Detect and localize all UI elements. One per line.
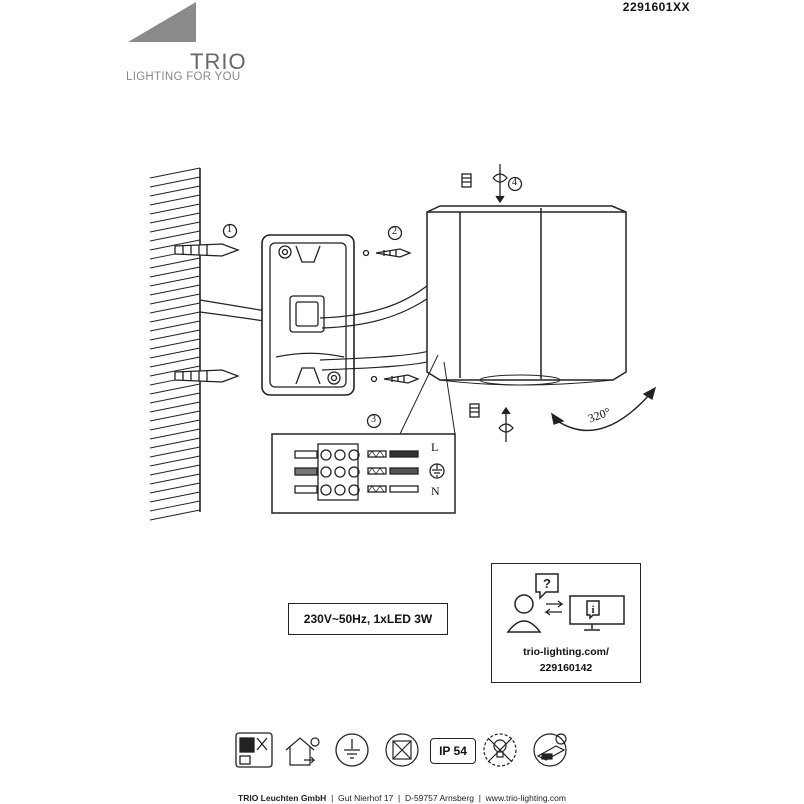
grub-screw-icon — [469, 403, 480, 418]
footer-address: Gut Nierhof 17 — [338, 793, 394, 803]
hatch-line — [149, 257, 201, 269]
screwdriver-rotation-icon — [498, 406, 514, 442]
hatch-line — [149, 221, 201, 233]
hatch-line — [149, 446, 201, 458]
footer-city: D-59757 Arnsberg — [404, 793, 474, 803]
hatch-line — [149, 239, 201, 251]
wall-hatching — [149, 167, 201, 521]
hatch-line — [149, 203, 201, 215]
step-1-label: 1 — [227, 224, 232, 235]
hatch-line — [149, 455, 201, 467]
installation-symbol-icon — [235, 732, 273, 768]
support-number: 229160142 — [539, 662, 593, 674]
monitor-info-icon: i — [569, 595, 625, 631]
hatch-line — [149, 401, 201, 413]
step-3-label: 3 — [371, 414, 376, 425]
lamp-housing — [426, 205, 627, 386]
hatch-line — [149, 500, 201, 512]
hatch-line — [149, 392, 201, 404]
footer: TRIO Leuchten GmbH | Gut Nierhof 17 | D-… — [0, 793, 804, 803]
hatch-line — [149, 383, 201, 395]
no-cover-icon — [385, 733, 419, 767]
screw-icon — [362, 248, 412, 258]
trio-logo-triangle — [128, 2, 196, 42]
article-code: 2291601XX — [622, 0, 690, 14]
svg-text:i: i — [591, 604, 594, 616]
wall-plug-icon — [174, 369, 240, 383]
protection-class-earth-icon — [335, 733, 369, 767]
rotation-arc-icon — [551, 386, 657, 432]
hatch-line — [149, 320, 201, 332]
question-bubble-icon: ? — [535, 573, 559, 600]
footer-separator: | — [331, 793, 334, 803]
hatch-line — [149, 410, 201, 422]
hatch-line — [149, 302, 201, 314]
step-2-label: 2 — [392, 226, 397, 237]
hatch-line — [149, 419, 201, 431]
indoor-outdoor-icon — [285, 737, 320, 766]
hatch-line — [149, 176, 201, 188]
hatch-line — [149, 167, 201, 179]
hatch-line — [149, 185, 201, 197]
disposal-recycling-icon — [533, 733, 567, 767]
hatch-line — [149, 428, 201, 440]
hatch-line — [149, 338, 201, 350]
grub-screw-icon — [461, 173, 472, 188]
hatch-line — [149, 194, 201, 206]
person-icon — [506, 594, 542, 633]
hatch-line — [149, 491, 201, 503]
ip-rating-text: IP 54 — [439, 744, 467, 758]
wiring-detail-box — [271, 433, 456, 514]
footer-separator: | — [478, 793, 481, 803]
info-box: ? i trio-lighting.com/ 229160142 — [491, 563, 641, 683]
hatch-line — [149, 329, 201, 341]
hatch-line — [149, 509, 201, 521]
screwdriver-rotation-icon — [492, 164, 508, 204]
wall-plug-icon — [174, 243, 240, 257]
hatch-line — [149, 356, 201, 368]
hatch-line — [149, 230, 201, 242]
hatch-line — [149, 275, 201, 287]
swap-arrows-icon — [544, 600, 564, 616]
ip-rating-badge: IP 54 — [430, 738, 476, 764]
hatch-line — [149, 482, 201, 494]
footer-separator: | — [398, 793, 401, 803]
electrical-spec: 230V~50Hz, 1xLED 3W — [288, 603, 448, 635]
hatch-line — [149, 284, 201, 296]
no-bulb-replacement-icon — [483, 733, 517, 767]
hatch-line — [149, 212, 201, 224]
hatch-line — [149, 266, 201, 278]
footer-company: TRIO Leuchten GmbH — [238, 793, 327, 803]
footer-website[interactable]: www.trio-lighting.com — [485, 793, 566, 803]
wire-l-label: L — [431, 440, 439, 454]
hatch-line — [149, 293, 201, 305]
svg-text:?: ? — [543, 576, 551, 591]
support-illustration: ? i — [506, 573, 625, 633]
brand-tagline: LIGHTING FOR YOU — [126, 71, 241, 83]
step-4-label: 4 — [512, 177, 517, 188]
hatch-line — [149, 473, 201, 485]
hatch-line — [149, 365, 201, 377]
wire-n-label: N — [431, 484, 440, 498]
hatch-line — [149, 437, 201, 449]
hatch-line — [149, 311, 201, 323]
hatch-line — [149, 347, 201, 359]
support-url[interactable]: trio-lighting.com/ — [523, 646, 609, 658]
spec-text: 230V~50Hz, 1xLED 3W — [303, 612, 433, 626]
brand-name: TRIO — [190, 49, 247, 74]
mounting-plate — [261, 234, 355, 396]
screw-icon — [370, 374, 420, 384]
hatch-line — [149, 464, 201, 476]
